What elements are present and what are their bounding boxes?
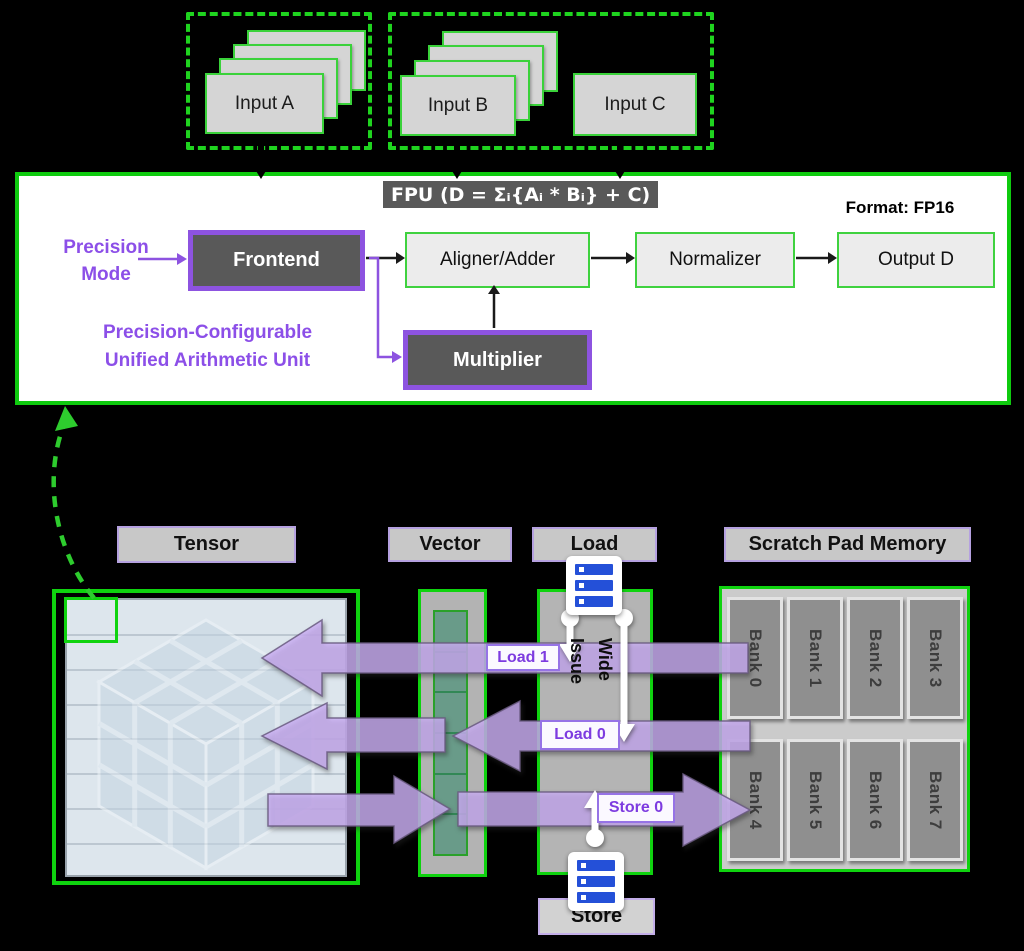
multiplier-box: Multiplier	[403, 330, 592, 390]
input-c-label: Input C	[604, 93, 666, 115]
bank-2: Bank 2	[847, 597, 903, 719]
bank-2-label: Bank 2	[866, 628, 885, 688]
bank-6-label: Bank 6	[866, 770, 885, 830]
bank-1: Bank 1	[787, 597, 843, 719]
bank-3: Bank 3	[907, 597, 963, 719]
vector-header: Vector	[388, 527, 512, 562]
tensor-tile-highlight	[64, 597, 118, 643]
input-a-label: Input A	[234, 92, 295, 114]
bank-4: Bank 4	[727, 739, 783, 861]
frontend-box: Frontend	[188, 230, 365, 291]
input-b-card: Input B	[400, 75, 516, 136]
output-d-label: Output D	[877, 249, 955, 270]
vector-header-label: Vector	[419, 533, 481, 555]
precision-mode-label: Precision Mode	[63, 237, 149, 285]
output-d-box: Output D	[837, 232, 995, 288]
tensor-to-fpu-dashed-arrow	[51, 419, 96, 600]
load1-flow-label: Load 1	[486, 644, 560, 671]
bank-6: Bank 6	[847, 739, 903, 861]
frontend-label: Frontend	[233, 249, 320, 271]
bank-0-label: Bank 0	[746, 628, 765, 688]
spm-header: Scratch Pad Memory	[724, 527, 971, 562]
tensor-header: Tensor	[117, 526, 296, 563]
bank-0: Bank 0	[727, 597, 783, 719]
input-a-card: Input A	[205, 73, 324, 134]
load0-flow-label: Load 0	[540, 720, 620, 750]
load-header-label: Load	[570, 533, 619, 555]
store-queue-icon	[568, 852, 624, 911]
bank-7: Bank 7	[907, 739, 963, 861]
normalizer-label: Normalizer	[669, 249, 761, 270]
fpu-title: FPU (D = Σᵢ{Aᵢ * Bᵢ} + C)	[391, 183, 651, 206]
vector-lane	[435, 612, 466, 653]
normalizer-box: Normalizer	[635, 232, 795, 288]
format-label: Format: FP16	[845, 198, 955, 217]
vector-lane	[435, 815, 466, 854]
bank-1-label: Bank 1	[806, 628, 825, 688]
load-queue-icon	[566, 556, 622, 615]
arithmetic-unit-caption: Precision-Configurable Unified Arithmeti…	[102, 322, 313, 371]
bank-4-label: Bank 4	[746, 770, 765, 830]
vector-lane	[435, 693, 466, 735]
vector-lane	[435, 653, 466, 694]
store0-flow-label: Store 0	[597, 793, 675, 823]
bank-7-label: Bank 7	[926, 770, 945, 830]
multiplier-label: Multiplier	[453, 348, 542, 371]
fpu-title-badge: FPU (D = Σᵢ{Aᵢ * Bᵢ} + C)	[383, 181, 659, 208]
bank-3-label: Bank 3	[926, 628, 945, 688]
tensor-cube-graphic	[67, 618, 345, 871]
bank-5: Bank 5	[787, 739, 843, 861]
vector-lane	[435, 734, 466, 775]
vector-lane	[435, 775, 466, 816]
iso-cube-icon	[96, 618, 316, 871]
tensor-header-label: Tensor	[173, 533, 240, 555]
bank-5-label: Bank 5	[806, 770, 825, 830]
input-c-card: Input C	[573, 73, 697, 136]
input-a-group-dashed-box	[186, 12, 372, 150]
spm-header-label: Scratch Pad Memory	[748, 533, 947, 555]
vector-lane-column	[433, 610, 468, 856]
aligner-adder-label: Aligner/Adder	[439, 249, 556, 270]
input-b-label: Input B	[427, 94, 489, 116]
input-bc-group-dashed-box	[388, 12, 714, 150]
aligner-adder-box: Aligner/Adder	[405, 232, 590, 288]
